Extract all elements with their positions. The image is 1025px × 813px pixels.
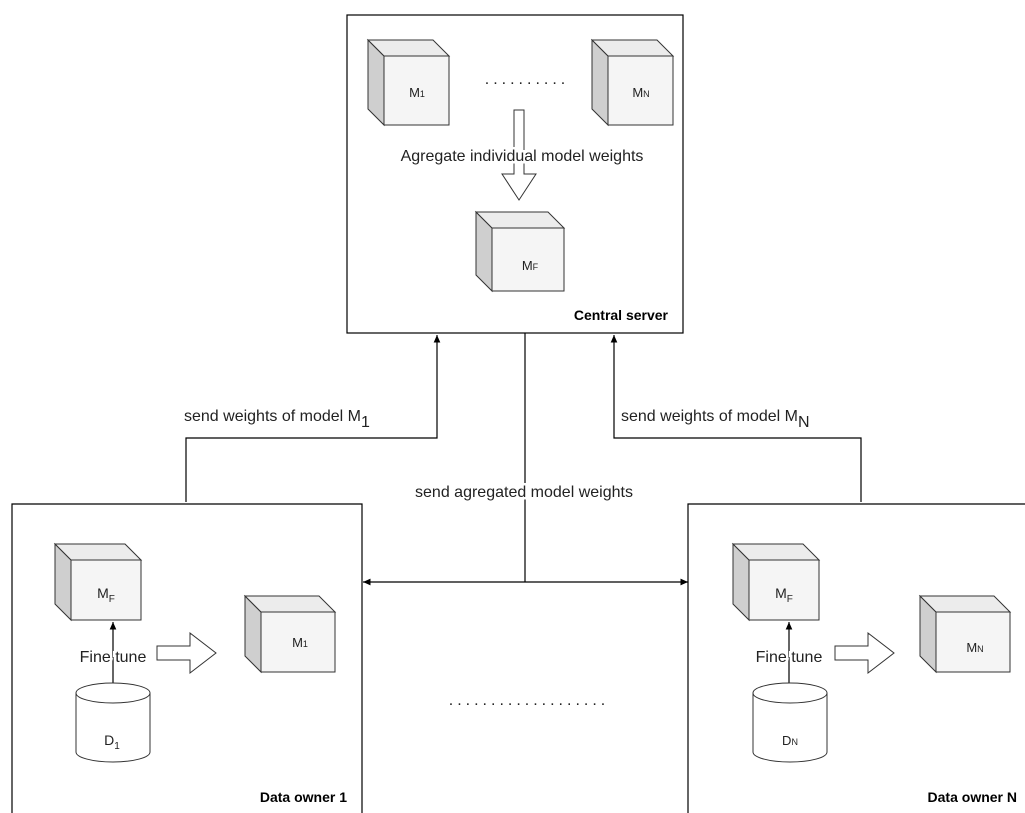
server-model-1-label: M1 [409,85,425,100]
send-m1-label: send weights of model M1 [184,408,370,431]
server-model-f-cube [474,210,566,293]
aggregate-arrow-icon [501,109,537,201]
server-model-1-cube [366,38,451,127]
send-mn-label: send weights of model MN [621,408,810,431]
owner-1-model-f-cube [53,542,143,622]
owners-ellipsis: ................... [449,692,609,709]
server-models-ellipsis: .......... [485,71,569,88]
owner-n-transform-arrow-icon [834,631,895,675]
owner-n-model-out-cube [918,594,1012,674]
server-model-n-cube [590,38,675,127]
server-model-n-label: MN [632,85,649,100]
owner-1-model-out-cube [243,594,337,674]
send-aggregated-label: send agregated model weights [415,484,633,501]
send-aggregated-connector [363,333,688,586]
send-mn-connector [610,335,862,502]
data-owner-n-title: Data owner N [928,789,1017,805]
owner-n-fine-tune-label: Fine tune [756,649,823,666]
owner-n-model-out-label: MN [966,640,983,655]
owner-1-model-out-label: M1 [292,635,308,650]
owner-n-database-icon [752,682,828,763]
send-m1-connector [185,335,441,502]
owner-n-model-f-label: MF [775,585,793,605]
owner-n-model-f-cube [731,542,821,622]
aggregate-label: Agregate individual model weights [401,148,644,165]
owner-1-fine-tune-label: Fine tune [80,649,147,666]
owner-1-transform-arrow-icon [156,631,217,675]
owner-n-dataset-label: DN [782,733,798,748]
owner-1-dataset-label: D1 [104,732,120,752]
data-owner-1-title: Data owner 1 [260,789,347,805]
owner-1-model-f-label: MF [97,585,115,605]
central-server-title: Central server [574,307,669,323]
server-model-f-label: MF [522,258,539,273]
owner-1-database-icon [75,682,151,763]
